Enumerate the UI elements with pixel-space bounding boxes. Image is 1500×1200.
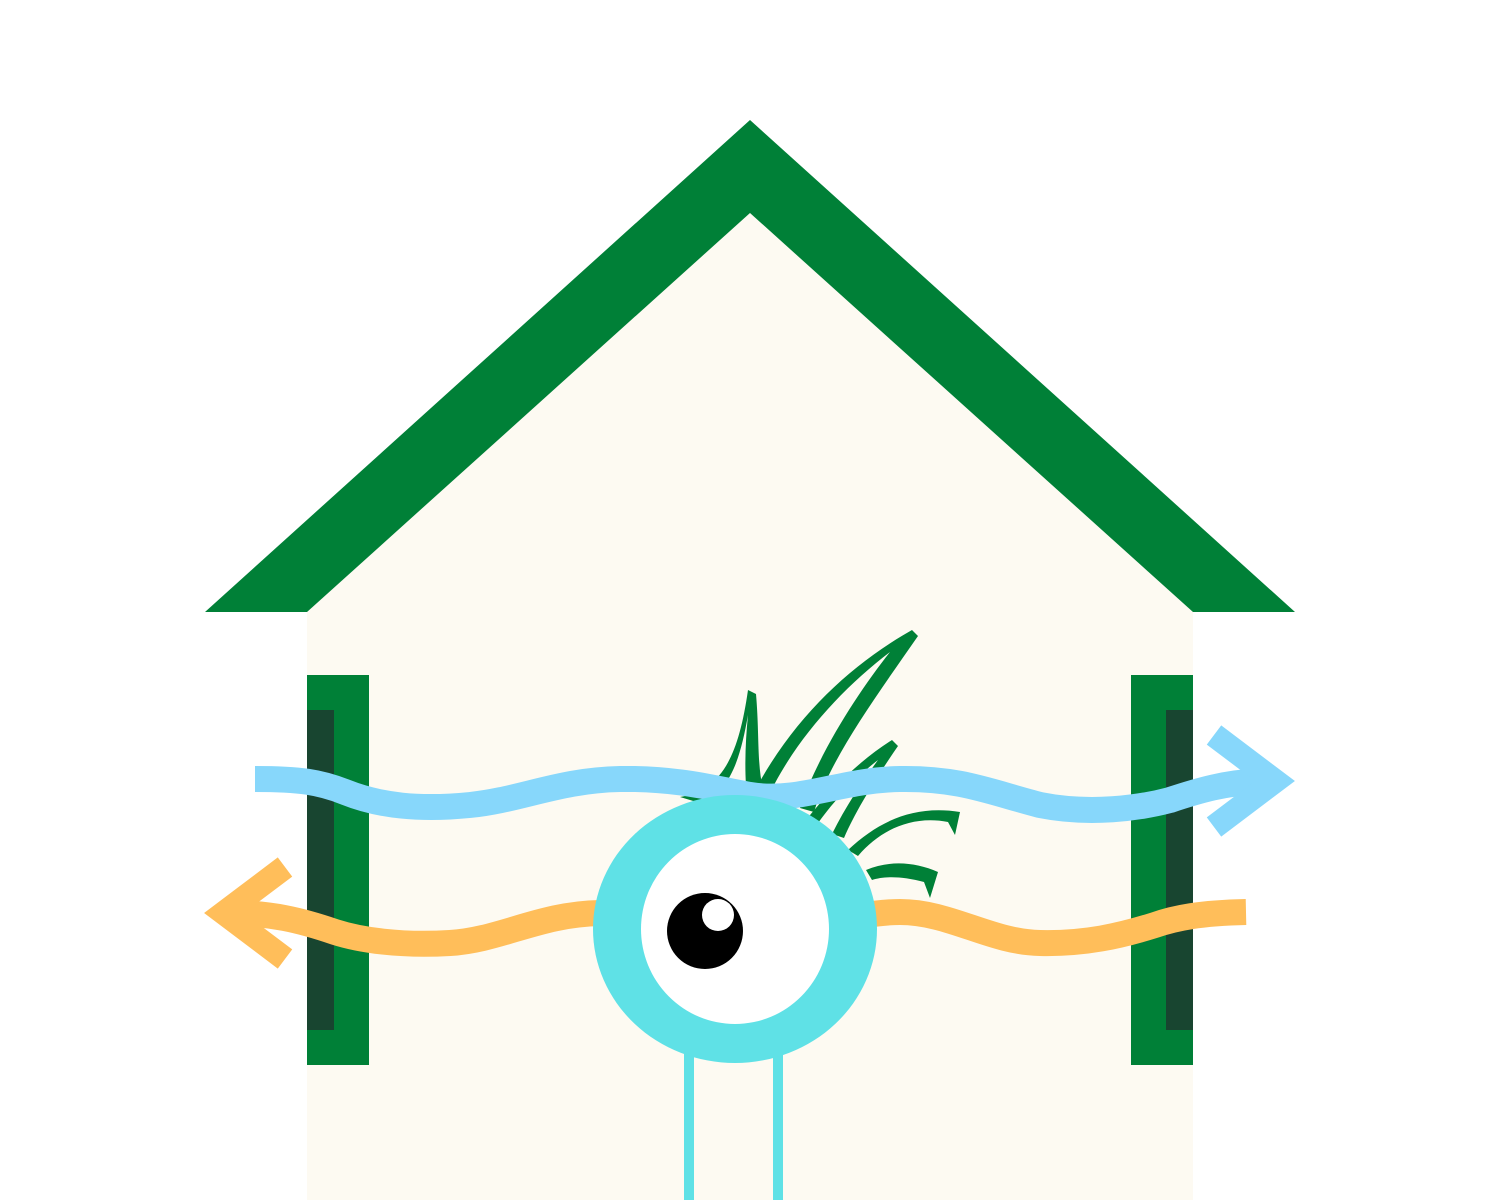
creature-legs — [684, 1050, 783, 1200]
creature-hair — [680, 630, 960, 898]
pupil — [667, 893, 743, 969]
cool-air-flow — [254, 725, 1295, 837]
roof — [205, 120, 1295, 612]
right-wall-vent — [1131, 675, 1193, 1065]
eye-highlight — [702, 899, 734, 931]
left-wall-vent — [307, 675, 369, 1065]
